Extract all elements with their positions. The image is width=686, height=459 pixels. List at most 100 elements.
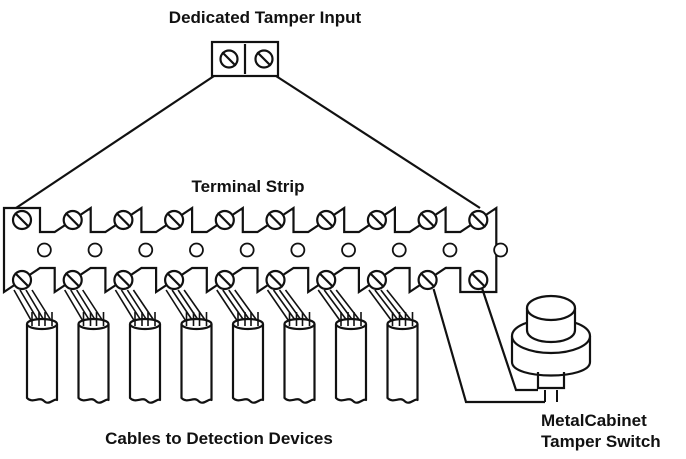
cable-2-conductor-1 [64, 289, 85, 323]
switch-plunger-top [525, 294, 577, 322]
tamper-input-wiring [15, 75, 481, 209]
tamper-switch-wiring [432, 288, 545, 404]
mounting-hole-7 [341, 242, 356, 258]
screw-slot [65, 212, 81, 228]
cables-to-detection-devices-label: Cables to Detection Devices [105, 429, 333, 448]
screw-slot [221, 51, 237, 67]
terminal-bottom-screw-8 [366, 269, 387, 291]
wire-to-left-terminal [15, 75, 215, 209]
tamper-input-screw-right [254, 49, 274, 69]
cable-5-conductor-2 [222, 289, 246, 323]
wire-to-switch-left [432, 288, 545, 404]
cable-1-conductor-4 [31, 289, 53, 323]
screw-slot [470, 212, 486, 228]
cable-7-conductor-2 [323, 289, 349, 323]
dedicated-tamper-input-label: Dedicated Tamper Input [168, 8, 362, 27]
screw-slot [318, 272, 334, 288]
cable-7-conductor-1 [317, 289, 342, 323]
cable-4-end [180, 317, 213, 331]
screw-slot [217, 272, 233, 288]
cable-1-conductor-1 [13, 289, 33, 323]
cable-8-conductor-1 [368, 289, 394, 323]
terminal-bottom-screw-6 [265, 269, 286, 291]
screw-slot [470, 272, 486, 288]
terminal-strip [2, 205, 509, 295]
cable-7-conductor-4 [335, 289, 362, 323]
cable-8-sleeve [386, 324, 419, 404]
terminal-top-screw-7 [316, 209, 337, 231]
screw-slot [318, 212, 334, 228]
terminal-top-screw-4 [164, 209, 185, 231]
switch-terminal-block [536, 372, 566, 390]
cable-5-conductor-1 [216, 289, 239, 323]
terminal-top-screw-3 [113, 209, 134, 231]
terminal-top-screw-2 [62, 209, 83, 231]
cable-6-conductor-2 [272, 289, 298, 323]
cable-4-conductor-4 [183, 289, 208, 323]
tamper-input-screw-left [219, 49, 239, 69]
tamper-switch-label-line1: MetalCabinet [541, 411, 647, 430]
terminal-top-screw-1 [11, 209, 33, 231]
wire-to-right-terminal [275, 75, 481, 209]
cable-6-conductor-1 [266, 289, 291, 323]
wire-to-switch-right [481, 288, 538, 392]
cable-1-conductor-2 [19, 289, 40, 323]
cable-2-conductor-3 [76, 289, 98, 323]
tamper-switch [510, 294, 592, 402]
cable-4-conductor-1 [165, 289, 188, 323]
screw-slot [65, 272, 81, 288]
screw-slot [420, 212, 436, 228]
screw-slot [14, 272, 30, 288]
cable-3-conductor-1 [114, 289, 136, 323]
mounting-hole-8 [391, 242, 407, 258]
cable-8-conductor-3 [380, 289, 407, 323]
cable-7-sleeve [334, 324, 368, 404]
screw-slot [369, 272, 385, 288]
cable-3-conductor-4 [132, 289, 156, 323]
mounting-hole-4 [189, 242, 204, 258]
cable-5-conductor-4 [234, 289, 259, 323]
screw-slot [369, 212, 385, 228]
cable-2-conductor-4 [82, 289, 105, 323]
terminal-bottom-screw-9 [417, 269, 438, 291]
terminal-bottom-screw-1 [11, 269, 33, 291]
cable-3 [114, 289, 162, 404]
cable-7-conductor-3 [329, 289, 355, 323]
screw-slot [115, 212, 131, 228]
mounting-hole-10 [493, 242, 509, 258]
terminal-strip-label: Terminal Strip [191, 177, 305, 196]
cable-1 [13, 289, 59, 404]
cable-3-conductor-2 [120, 289, 143, 323]
cable-3-sleeve [128, 324, 162, 404]
cable-5-end [231, 317, 265, 331]
terminal-bottom-screw-4 [164, 269, 185, 291]
cable-3-end [128, 317, 162, 331]
terminal-bottom-screw-7 [316, 269, 337, 291]
terminal-top-screw-8 [366, 209, 387, 231]
cable-2 [64, 289, 110, 404]
cable-5-sleeve [231, 324, 265, 404]
cable-2-end [77, 317, 110, 331]
cable-1-end [25, 317, 59, 331]
tamper-switch-label: MetalCabinet Tamper Switch [541, 410, 661, 452]
mounting-hole-9 [442, 242, 458, 258]
cable-4-sleeve [180, 324, 213, 404]
cable-1-conductor-3 [25, 289, 46, 323]
terminal-top-screw-9 [417, 209, 438, 231]
screw-slot [420, 272, 436, 288]
mounting-hole-5 [239, 242, 255, 258]
mounting-hole-1 [36, 242, 52, 258]
screw-slot [166, 272, 182, 288]
terminal-bottom-screw-5 [214, 269, 235, 291]
cable-6-conductor-3 [278, 289, 304, 323]
screw-slot [267, 272, 284, 288]
tamper-switch-label-line2: Tamper Switch [541, 432, 661, 451]
terminal-bottom-screw-10 [468, 269, 489, 291]
cable-5 [216, 289, 265, 404]
cable-8-end [386, 317, 419, 331]
terminal-top-screw-5 [214, 209, 235, 231]
mounting-hole-6 [290, 242, 306, 258]
cable-8 [368, 289, 419, 404]
screw-slot [115, 272, 131, 288]
